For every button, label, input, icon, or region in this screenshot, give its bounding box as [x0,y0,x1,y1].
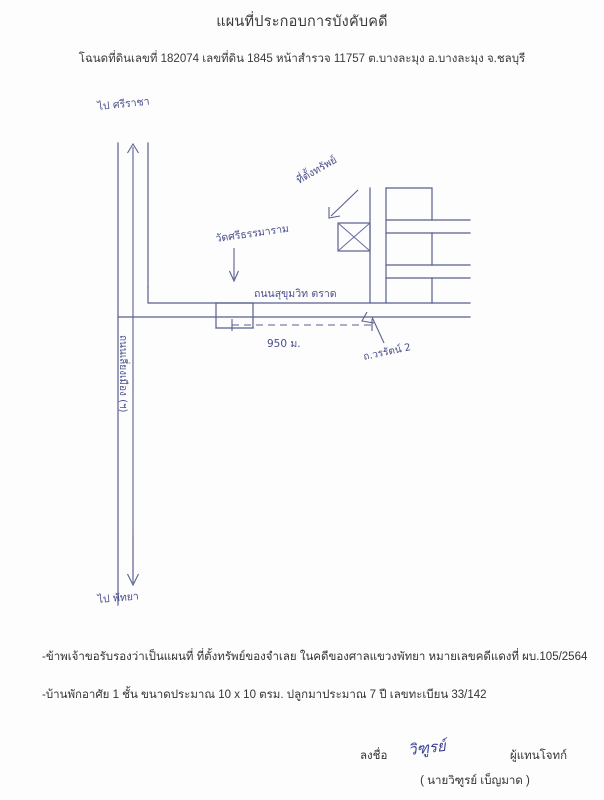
side-soi-branches [385,187,471,304]
side-road-leader [361,311,385,344]
signature-mark: วิฑูรย์ [407,736,447,760]
side-road-label: ถ.วรรัตน์ 2 [362,341,412,363]
distance-label: 950 ม. [267,338,301,350]
to-sriracha-label: ไป ศรีราชา [96,95,150,113]
map-drawing: วัดศรีธรรมาราม [0,85,604,625]
main-road-lines [117,286,471,318]
bypass-road-lines [117,142,149,606]
signature-row: ลงชื่อ วิฑูรย์ ผู้แทนโจทก์ [360,737,590,768]
temple-building [215,302,254,329]
property-pointer-arrow [328,189,359,219]
document-subtitle: โฉนดที่ดินเลขที่ 182074 เลขที่ดิน 1845 ห… [78,53,526,65]
property-label: ที่ตั้งทรัพย์ [294,152,340,186]
signature-role: ผู้แทนโจทก์ [510,750,568,762]
page-title: แผนที่ประกอบการบังคับคดี [216,14,388,30]
property-description-statement: -บ้านพักอาศัย 1 ชั้น ขนาดประมาณ 10 x 10 … [42,689,487,701]
map-svg: วัดศรีธรรมาราม [96,95,471,606]
side-road-vertical [369,187,387,304]
bypass-road-label: ถนนเลี่ยงเมือง (ฯ) [117,335,131,413]
main-road-label: ถนนสุขุมวิท ตราด [254,288,337,300]
signatory-name: ( นายวิฑูรย์ เบ็ญมาด ) [420,775,530,787]
to-pattaya-label: ไป พัทยา [96,589,139,606]
temple-label: วัดศรีธรรมาราม [215,222,290,245]
signature-prefix: ลงชื่อ [360,750,388,762]
south-arrow-icon [127,535,139,587]
north-arrow-icon [127,142,139,580]
dimension-950m [231,319,373,331]
certification-statement: -ข้าพเจ้าขอรับรองว่าเป็นแผนที่ ที่ตั้งทร… [42,651,588,663]
temple-pointer-arrow [228,248,240,283]
property-box [337,222,371,252]
